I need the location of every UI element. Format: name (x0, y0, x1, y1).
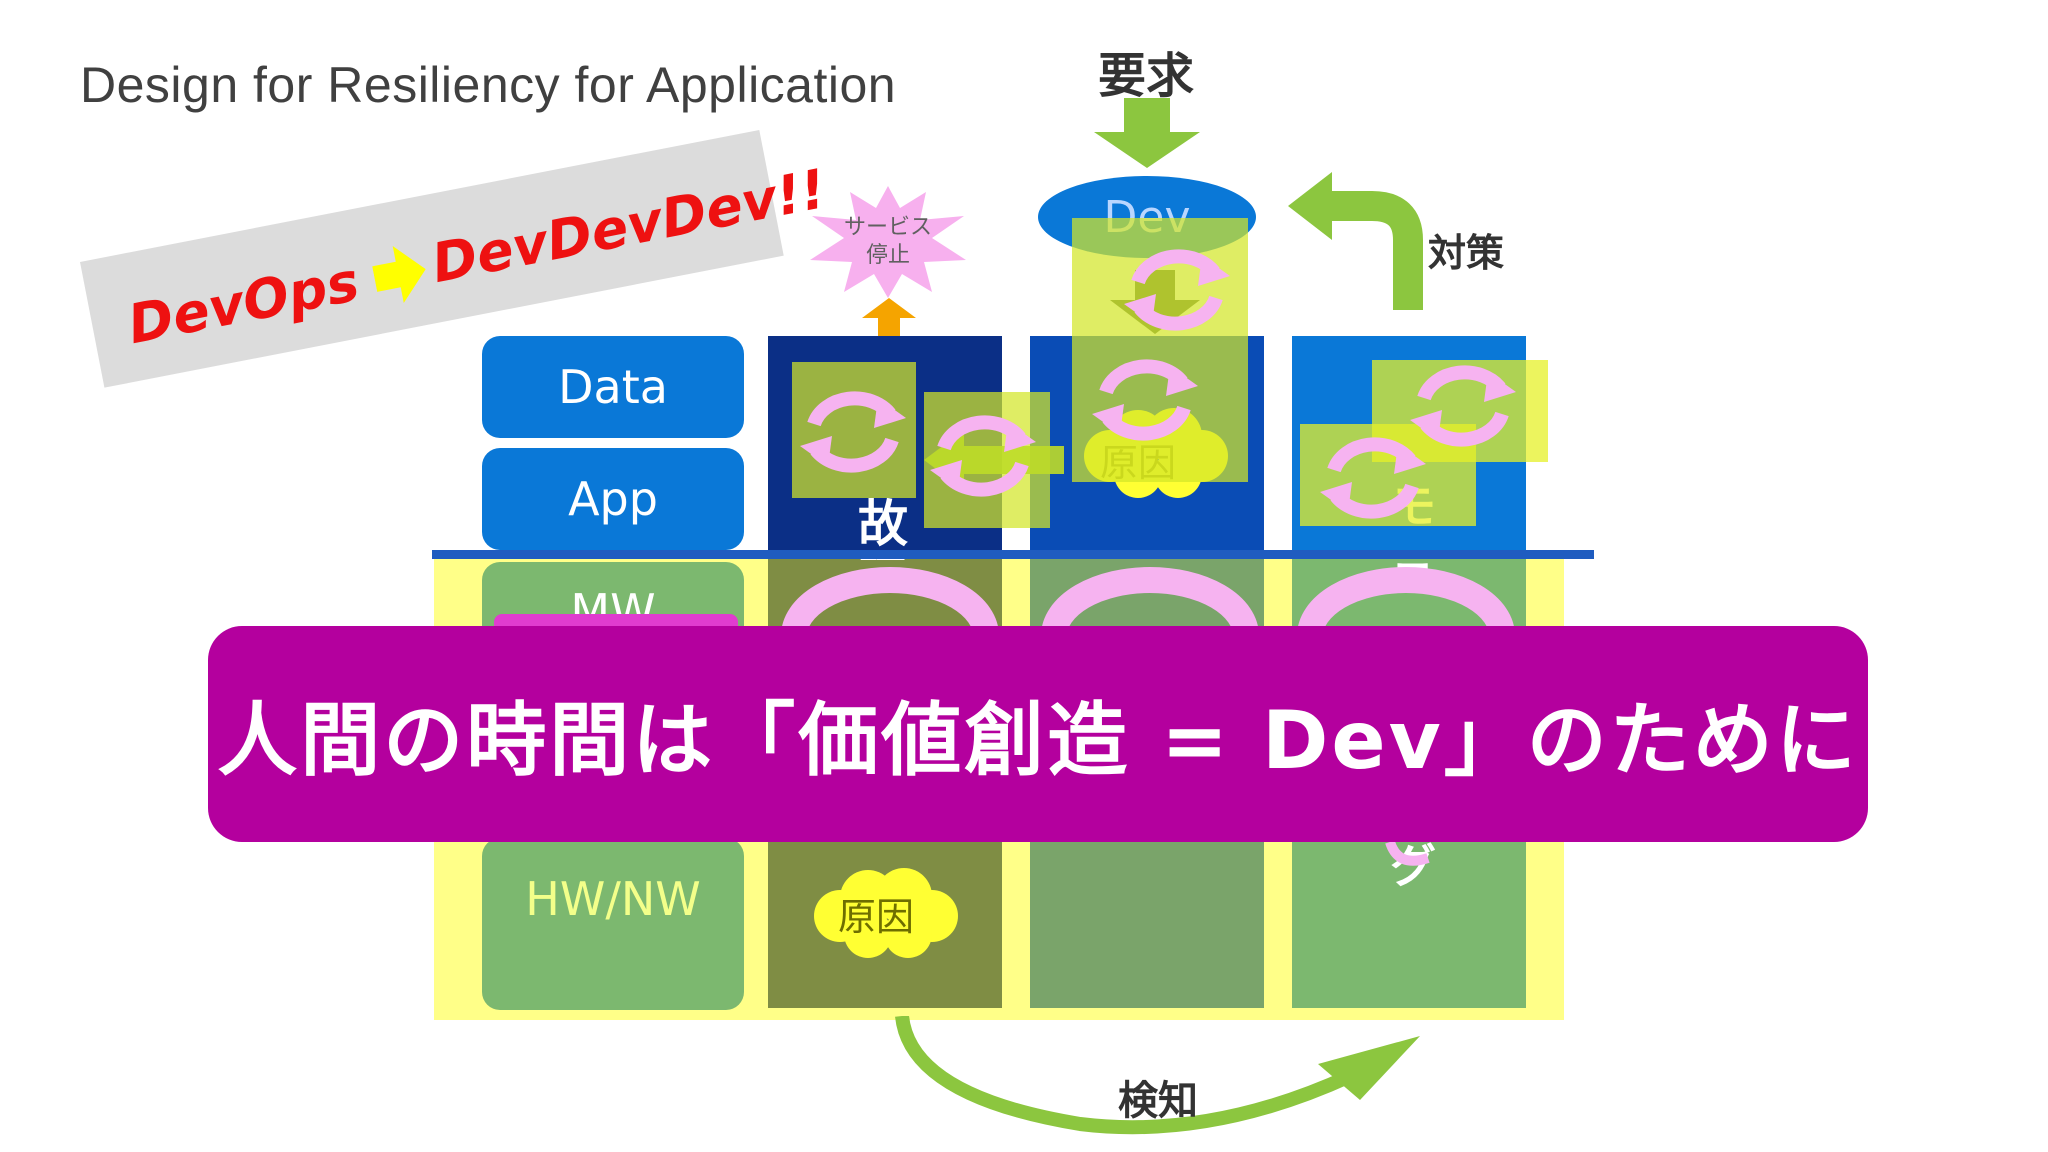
devdevdev-text: DevDevDev!! (426, 157, 831, 296)
countermeasure-label: 対策 (1428, 231, 1505, 275)
monitor-cycle-tail-icon (1385, 840, 1430, 866)
cycle-icon-monitor-1 (1410, 365, 1516, 447)
cause-cloud-bottom-icon (814, 868, 958, 958)
detection-label: 検知 (1118, 1078, 1198, 1124)
countermeasure-arrow-icon (1288, 172, 1423, 310)
demand-arrow-icon (1094, 98, 1200, 168)
large-cycle-arc-monitor-icon (1297, 567, 1515, 636)
large-cycle-arc-dev-icon (1041, 567, 1259, 636)
service-stop-burst-icon (810, 186, 966, 298)
dev-down-arrow-icon (1110, 270, 1200, 334)
detection-arrow-icon (895, 1016, 1420, 1135)
main-message-banner: 人間の時間は「価値創造 = Dev」のために (208, 626, 1868, 842)
devops-text: DevOps (122, 249, 365, 357)
cause-bottom-label: 原因 (838, 895, 915, 939)
badge-arrow-icon (372, 246, 426, 303)
cycle-icon-monitor-2 (1320, 437, 1426, 519)
service-stop-line1: サービス (843, 215, 932, 240)
cycle-icon-dev-1 (1124, 249, 1230, 331)
demand-label: 要求 (1098, 48, 1195, 104)
layer-data: Data (482, 336, 744, 438)
devops-badge: DevOps DevDevDev!! (80, 129, 831, 388)
slide-title: Design for Resiliency for Application (80, 57, 897, 113)
cycle-icon-failure-2 (930, 415, 1036, 497)
service-stop-label: サービス 停止 (818, 214, 958, 270)
service-stop-up-arrow-icon (862, 298, 916, 352)
layer-separator-line (432, 550, 1594, 559)
layer-hw-nw: HW/NW (482, 838, 744, 1010)
highlight-box-failure-1 (792, 362, 916, 498)
service-stop-line2: 停止 (865, 243, 910, 268)
cycle-icon-failure-1 (800, 391, 906, 473)
cycle-icon-dev-2 (1092, 359, 1198, 441)
layer-app: App (482, 448, 744, 550)
large-cycle-arc-failure-icon (781, 567, 999, 636)
main-message-text: 人間の時間は「価値創造 = Dev」のために (217, 694, 1859, 787)
